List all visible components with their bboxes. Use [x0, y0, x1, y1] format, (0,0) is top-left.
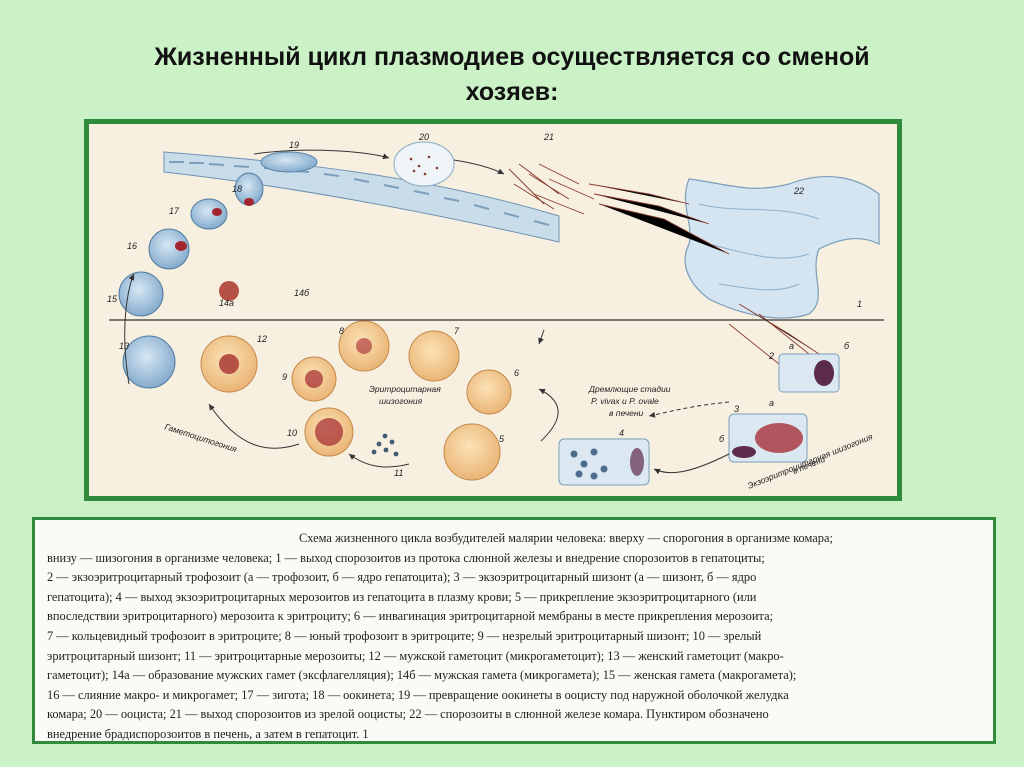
- caption-line: 2 — экзоэритроцитарный трофозоит (а — тр…: [47, 570, 757, 585]
- caption-line: комара; 20 — ооциста; 21 — выход спорозо…: [47, 707, 769, 722]
- stage-label: 1: [857, 299, 862, 309]
- stage-label: 7: [454, 326, 460, 336]
- stage-label: 8: [339, 326, 344, 336]
- stage-label: 18: [232, 184, 242, 194]
- stage-label: 6: [514, 368, 519, 378]
- slide-title-line-1: Жизненный цикл плазмодиев осуществляется…: [154, 43, 870, 71]
- oocyst-stages: [260, 141, 455, 187]
- caption-line: гаметоцит); 14а — образование мужских га…: [47, 668, 797, 683]
- stage-label: 19: [289, 140, 299, 150]
- erythrocytic-cycle: [200, 320, 512, 481]
- stage-label: 16: [127, 241, 137, 251]
- stage-label: 11: [394, 468, 403, 478]
- mosquito-gut-epithelium: [163, 151, 560, 243]
- stage-label: 14б: [294, 288, 310, 298]
- caption-line: 16 — слияние макро- и микрогамет; 17 — з…: [47, 687, 789, 702]
- erythrocytic-schizogony-label: шизогония: [379, 396, 423, 406]
- caption-line: эритроцитарный шизонт; 11 — эритроцитарн…: [47, 648, 784, 663]
- liver-stages: [558, 353, 840, 486]
- sub-label-a: а: [789, 341, 794, 351]
- caption-line: гепатоцита); 4 — выход экзоэритроцитарны…: [47, 589, 757, 604]
- stage-label: 9: [282, 372, 287, 382]
- stage-label: 14a: [219, 298, 234, 308]
- stage-label: 17: [169, 206, 180, 216]
- stage-label: 22: [793, 186, 804, 196]
- caption-line: внедрение брадиспорозоитов в печень, а з…: [47, 726, 369, 741]
- caption-line: впоследствии эритроцитарного) мерозоита …: [47, 609, 774, 624]
- stage-label: 12: [257, 334, 267, 344]
- stage-label: 4: [619, 428, 624, 438]
- stage-label: 5: [499, 434, 505, 444]
- stage-label: 13: [119, 341, 129, 351]
- erythrocytic-schizogony-label: Эритроцитарная: [369, 384, 441, 394]
- stage-label: 15: [107, 294, 118, 304]
- sporozoite-streams: [508, 163, 820, 365]
- sub-label-b: б: [719, 434, 725, 444]
- dormant-stages-label: P. vivax и P. ovale: [591, 396, 659, 406]
- sexual-stages: [118, 172, 264, 389]
- stage-label: 2: [768, 351, 774, 361]
- stage-label: 21: [543, 132, 554, 142]
- caption-line: внизу — шизогония в организме человека; …: [47, 550, 765, 565]
- dormant-stages-label: Дремлющие стадии: [588, 384, 671, 394]
- cycle-arrows: [124, 149, 730, 475]
- sub-label-b: б: [844, 341, 850, 351]
- sub-label-a: а: [769, 398, 774, 408]
- salivary-gland: [684, 176, 880, 319]
- stage-label: 20: [418, 132, 429, 142]
- stage-labels: 1 2 3 4 5 6 7 8 9 10 11 12 13 14a 14б 15…: [107, 132, 862, 478]
- dormant-stages-label: в печени: [609, 408, 644, 418]
- stage-label: 3: [734, 404, 739, 414]
- life-cycle-figure: 1 2 3 4 5 6 7 8 9 10 11 12 13 14a 14б 15…: [84, 119, 902, 501]
- stage-label: 10: [287, 428, 297, 438]
- life-cycle-diagram: 1 2 3 4 5 6 7 8 9 10 11 12 13 14a 14б 15…: [107, 132, 884, 491]
- caption-box: Схема жизненного цикла возбудителей маля…: [32, 517, 996, 744]
- caption-line: 7 — кольцевидный трофозоит в эритроците;…: [47, 628, 762, 643]
- slide-title-line-2: хозяев:: [465, 78, 559, 106]
- caption-line: Схема жизненного цикла возбудителей маля…: [299, 531, 833, 545]
- slide-title: Жизненный цикл плазмодиев осуществляется…: [40, 40, 984, 110]
